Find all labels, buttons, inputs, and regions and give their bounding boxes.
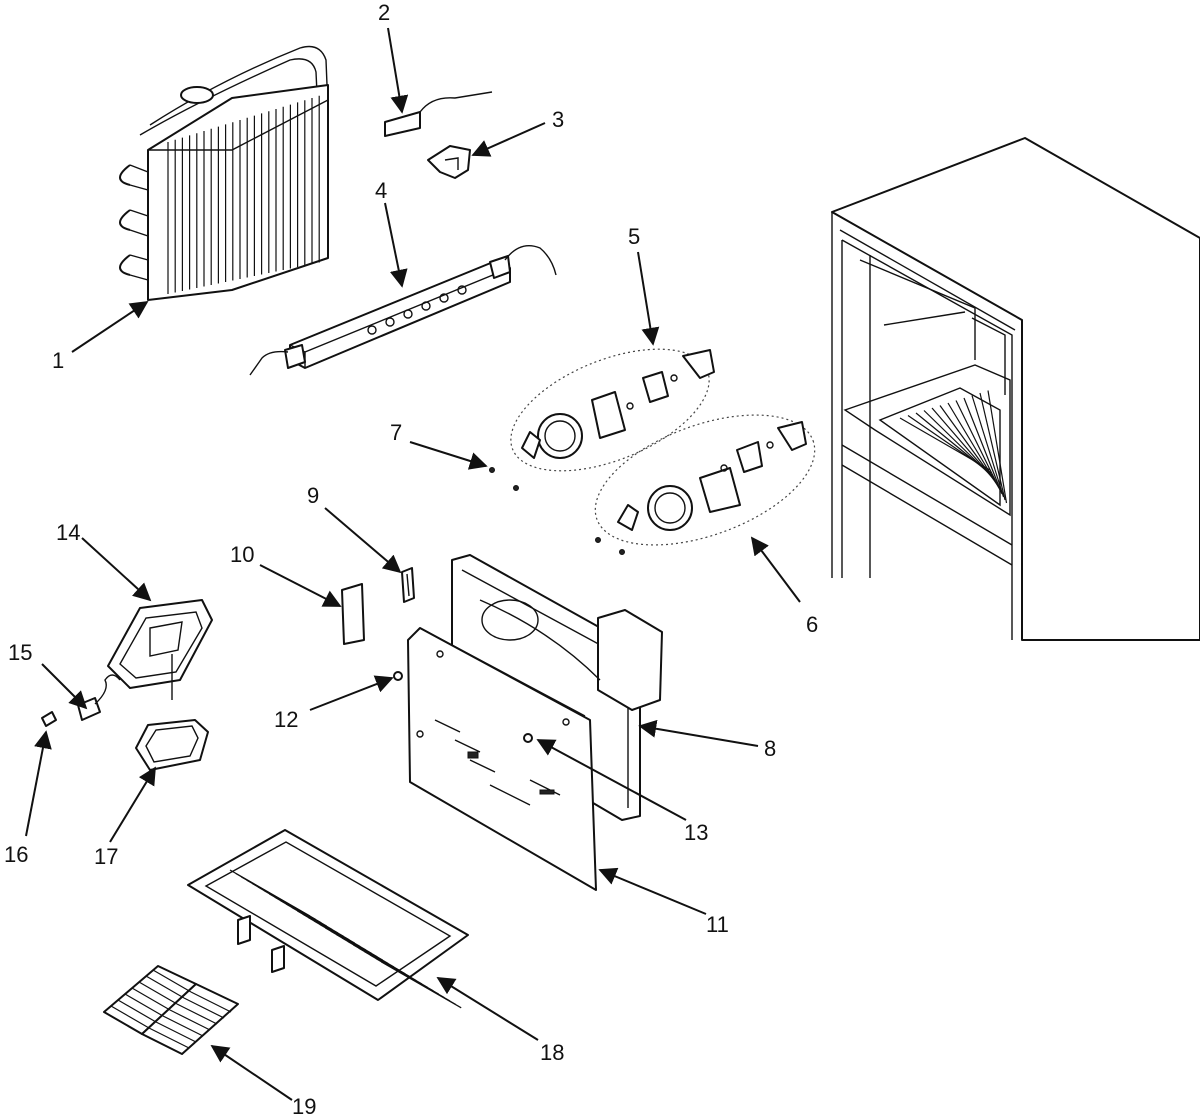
callout-10: 10 <box>230 542 254 567</box>
leader-10 <box>259 564 342 607</box>
callout-12: 12 <box>274 707 298 732</box>
part-sensor <box>384 91 493 137</box>
callout-7: 7 <box>390 420 402 445</box>
leader-5 <box>637 251 660 346</box>
heater-holes <box>367 285 467 335</box>
callout-6: 6 <box>806 612 818 637</box>
callout-4: 4 <box>375 178 387 203</box>
leader-2 <box>387 27 409 114</box>
callout-17: 17 <box>94 844 118 869</box>
leader-4 <box>384 202 408 288</box>
part-clip <box>427 145 471 179</box>
callout-16: 16 <box>4 842 28 867</box>
leader-12 <box>309 675 394 711</box>
part-evaporator <box>119 45 329 301</box>
leader-3 <box>471 122 546 157</box>
leader-7 <box>409 441 488 470</box>
callout-labels: 1 2 3 4 5 6 7 8 9 10 11 12 13 14 15 16 1… <box>4 0 818 1117</box>
part-screw-12 <box>393 671 403 681</box>
part-screws <box>489 467 625 555</box>
leader-14 <box>81 537 152 602</box>
part-small-clip <box>401 567 415 603</box>
leader-13 <box>536 739 687 821</box>
part-ice-trays <box>103 965 239 1055</box>
leader-16 <box>25 730 52 837</box>
callout-1: 1 <box>52 348 64 373</box>
callout-3: 3 <box>552 107 564 132</box>
leader-8 <box>638 719 759 747</box>
part-fan-assembly-lower <box>594 414 816 546</box>
drier-capsule <box>180 86 214 104</box>
part-rear-housing <box>451 554 663 821</box>
callout-2: 2 <box>378 0 390 25</box>
part-refrigerator-cabinet <box>831 137 1200 641</box>
part-fan-assembly-upper <box>510 348 715 472</box>
part-shelf <box>187 829 469 1009</box>
callout-19: 19 <box>292 1094 316 1117</box>
part-light-housing <box>107 599 213 700</box>
leader-11 <box>598 867 707 915</box>
callout-9: 9 <box>307 483 319 508</box>
leader-18 <box>436 977 539 1041</box>
part-front-panel <box>407 627 597 891</box>
callout-14: 14 <box>56 520 80 545</box>
leader-17 <box>109 766 156 843</box>
leader-19 <box>210 1044 293 1101</box>
part-light-lens <box>135 719 209 771</box>
leader-lines <box>25 27 801 1101</box>
part-light-socket <box>77 674 121 721</box>
part-label-card <box>341 583 365 645</box>
leader-6 <box>750 536 801 603</box>
callout-8: 8 <box>764 736 776 761</box>
callout-18: 18 <box>540 1040 564 1065</box>
leader-1 <box>71 301 149 353</box>
part-screw-13 <box>523 733 533 743</box>
callout-13: 13 <box>684 820 708 845</box>
callout-5: 5 <box>628 224 640 249</box>
part-light-bulb <box>41 711 57 727</box>
part-defrost-heater <box>249 245 557 376</box>
leader-9 <box>324 507 402 574</box>
callout-15: 15 <box>8 640 32 665</box>
callout-11: 11 <box>706 912 729 937</box>
leader-15 <box>41 663 88 710</box>
